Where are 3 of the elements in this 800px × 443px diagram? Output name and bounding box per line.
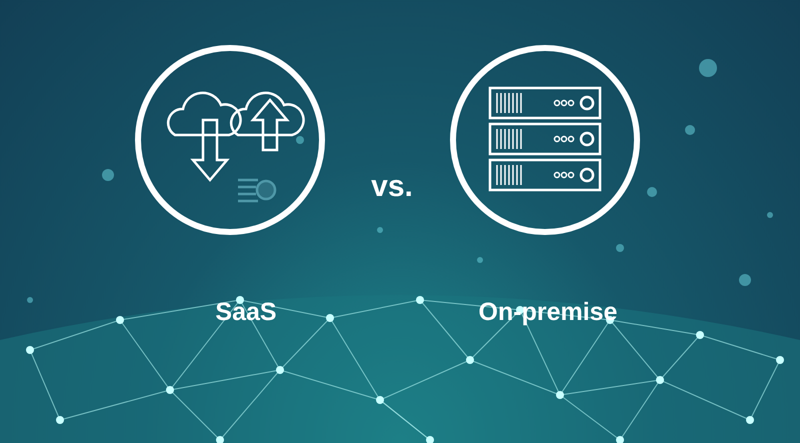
category-label: On-premise [478,298,618,327]
category-label: SaaS [214,298,278,327]
versus-label: vs. [370,170,414,204]
